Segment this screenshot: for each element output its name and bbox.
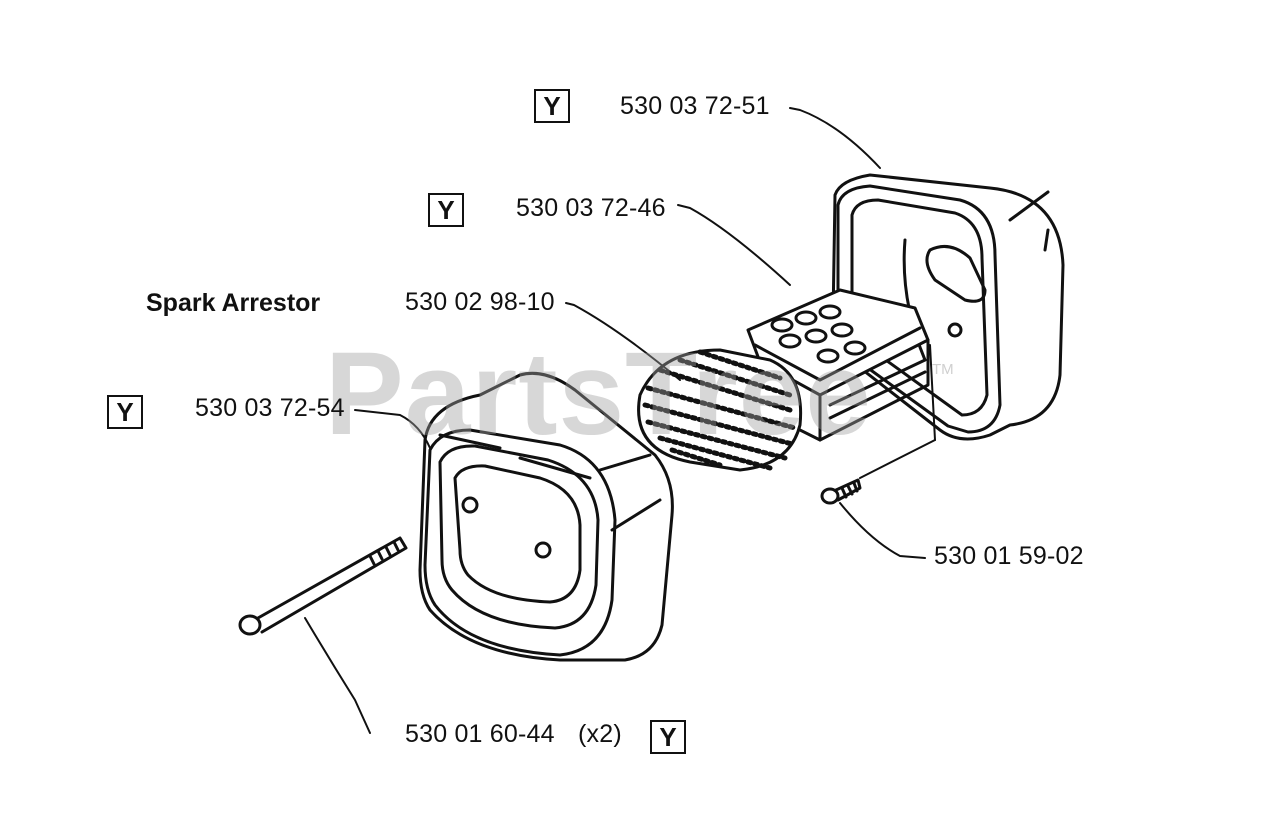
watermark-trademark: TM: [932, 361, 954, 378]
leader-lines: [304, 107, 936, 734]
y-badge-bolt: Y: [650, 720, 686, 754]
part-number-cover[interactable]: 530 03 72-51: [620, 92, 770, 120]
y-badge-cover: Y: [534, 89, 570, 123]
bolt-quantity: (x2): [578, 720, 622, 748]
y-badge-screen-holder: Y: [428, 193, 464, 227]
part-number-front-cover[interactable]: 530 03 72-54: [195, 394, 345, 422]
part-number-screw[interactable]: 530 01 59-02: [934, 542, 1084, 570]
y-badge-front-cover: Y: [107, 395, 143, 429]
diagram-title: Spark Arrestor: [146, 289, 321, 317]
part-number-screen-holder[interactable]: 530 03 72-46: [516, 194, 666, 222]
part-number-spark-screen[interactable]: 530 02 98-10: [405, 288, 555, 316]
spark-screen: [637, 348, 803, 472]
front-muffler-cover: [418, 371, 674, 662]
bolt: [238, 536, 408, 636]
screw: [820, 478, 862, 505]
part-number-bolt[interactable]: 530 01 60-44: [405, 720, 555, 748]
